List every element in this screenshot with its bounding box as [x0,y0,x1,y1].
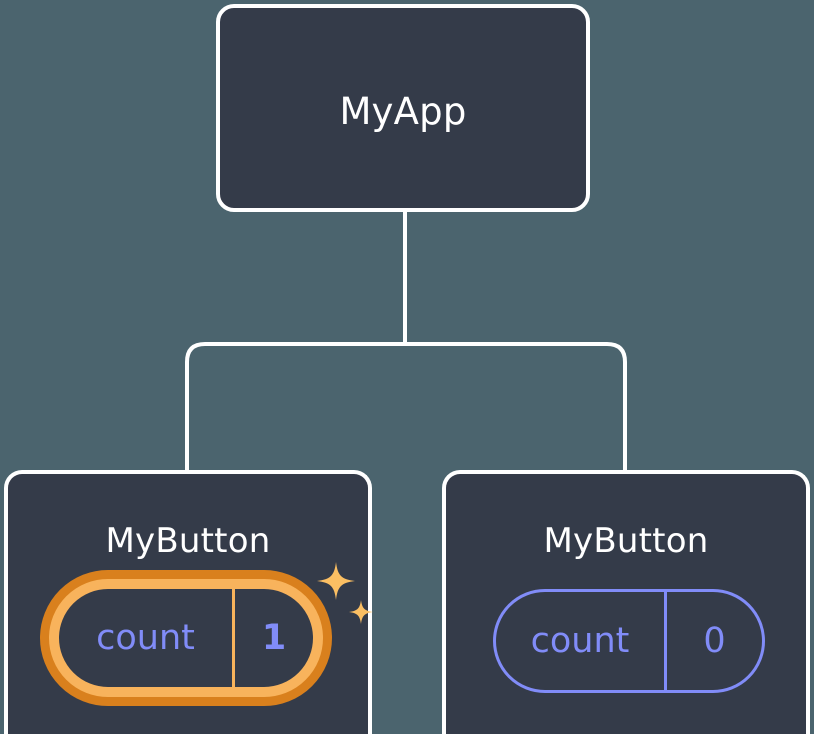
node-myapp[interactable]: MyApp [216,4,590,212]
state-value-left: 1 [261,618,287,658]
state-value-right: 0 [703,621,726,661]
sparkle-group [310,558,380,634]
state-key-right: count [496,592,667,690]
node-mybutton-right-label: MyButton [543,521,709,561]
node-myapp-label: MyApp [339,90,467,133]
state-pill-plain[interactable]: count 0 [493,589,765,693]
node-mybutton-right[interactable]: MyButton [442,470,810,734]
state-pill-highlighted[interactable]: count 1 [40,570,332,706]
node-mybutton-left-label: MyButton [105,521,271,561]
state-pill-highlighted-inner: count 1 [49,579,323,697]
state-key-left: count [59,589,235,687]
sparkle-large-icon [317,562,355,600]
sparkle-small-icon [349,600,373,624]
